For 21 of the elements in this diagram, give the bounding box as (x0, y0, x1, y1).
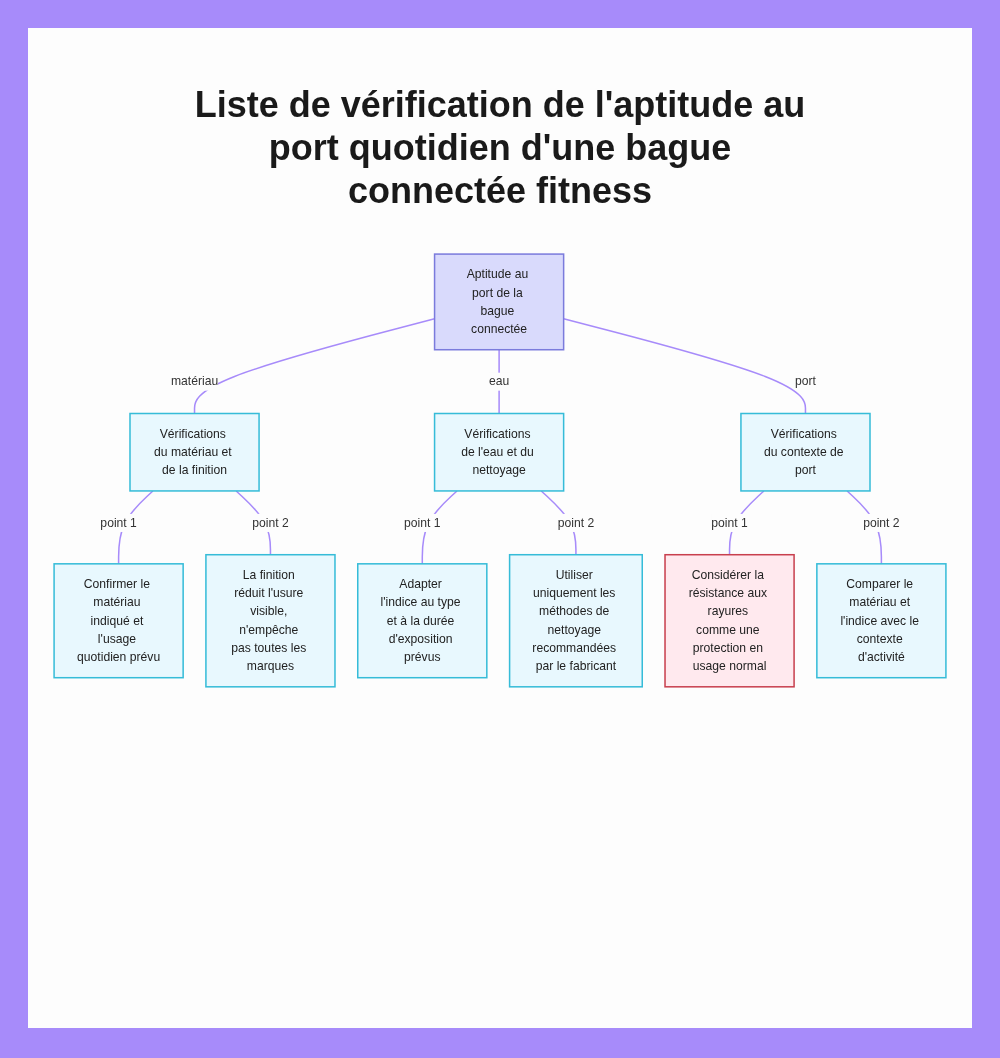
node-box (433, 253, 565, 351)
node-box (816, 563, 947, 679)
node-box (433, 412, 565, 492)
node-box (664, 553, 795, 688)
node-box (129, 412, 260, 492)
edge-label: eau (488, 374, 510, 388)
node-box (53, 563, 184, 679)
edge-label: point 2 (557, 516, 595, 529)
edge-label: point 2 (863, 516, 900, 529)
edge-label: matériau (170, 374, 219, 388)
edge-label: point 1 (404, 516, 441, 529)
node-box (740, 412, 871, 492)
edge-label: point 2 (252, 516, 289, 529)
node-box (205, 553, 336, 688)
edge-label: point 1 (100, 516, 137, 529)
edge-label: port (795, 374, 816, 388)
node-box (508, 553, 643, 688)
title: Liste de vérification de l'aptitude au port quotidien d'une bague connectée fitness (193, 83, 807, 213)
node-box (357, 563, 488, 679)
card-background: Liste de vérification de l'aptitude au port quotidien d'une bague connectée fitness matériau eau port point 1 point 2 point 1 point 2 point 1 point 2 Aptitude au port de la bague connectée Vérifications du matériau et de la finition Vérifications de l'eau et du nettoyage Vérifications du contexte de port Confirmer le matériau indiqué et l'usage quotidien prévu La finition réduit l'usure visible, n'empêche pas toutes les marques Adapter l'indice au type et à la durée d'exposition prévus Utiliser uniquement les méthodes de nettoyage recommandées par le fabricant Considérer la résistance aux rayures comme une protection en usage normal Comparer le matériau et l'indice avec le contexte d'activité (28, 28, 972, 1028)
edge-label: point 1 (711, 516, 748, 529)
